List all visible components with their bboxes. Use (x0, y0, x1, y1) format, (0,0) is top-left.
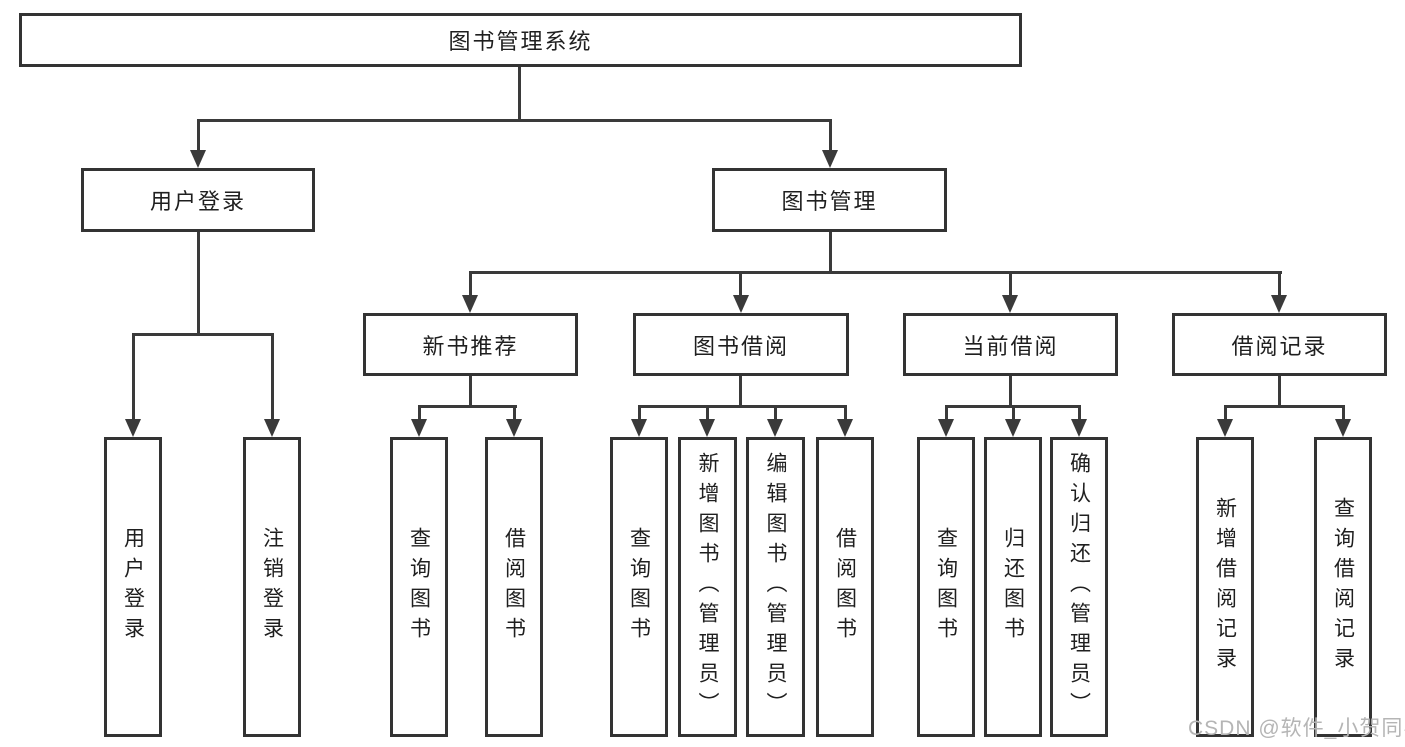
arrowhead-down-icon (767, 419, 783, 437)
leaf-query-borrow-record-label: 查询借阅记录 (1331, 497, 1355, 677)
arrowhead-down-icon (506, 419, 522, 437)
arrowhead-down-icon (1217, 419, 1233, 437)
arrowhead-down-icon (938, 419, 954, 437)
leaf-add-borrow-record: 新增借阅记录 (1196, 437, 1254, 737)
arrowhead-down-icon (699, 419, 715, 437)
leaf-add-borrow-record-label: 新增借阅记录 (1213, 497, 1237, 677)
node-book-borrow-label: 图书借阅 (692, 333, 789, 359)
leaf-user-login-label: 用户登录 (121, 527, 145, 647)
connector-leaf-drop (774, 405, 777, 421)
connector-leaf-drop (418, 405, 421, 421)
leaf-borrow-book-recommend-label: 借阅图书 (502, 527, 526, 647)
connector-leaf-drop (1342, 405, 1345, 421)
leaf-edit-book-admin: 编辑图书（管理员） (746, 437, 805, 737)
csdn-watermark: CSDN @软件_小贺同学 (1188, 717, 1405, 740)
node-book-borrow: 图书借阅 (633, 313, 849, 376)
arrowhead-down-icon (1005, 419, 1021, 437)
leaf-query-book-recommend: 查询图书 (390, 437, 448, 737)
leaf-add-book-admin: 新增图书（管理员） (678, 437, 737, 737)
node-library-system: 图书管理系统 (19, 13, 1022, 67)
leaf-user-login: 用户登录 (104, 437, 162, 737)
arrowhead-down-icon (1071, 419, 1087, 437)
connector-leaf-drop (1078, 405, 1081, 421)
connector-new-book-hbar (418, 405, 517, 408)
connector-user-login-stem (197, 232, 200, 336)
leaf-borrow-book: 借阅图书 (816, 437, 874, 737)
arrowhead-down-icon (733, 295, 749, 313)
leaf-borrow-book-label: 借阅图书 (833, 527, 857, 647)
node-library-system-label: 图书管理系统 (448, 29, 593, 54)
connector-borrow-record-drop (1278, 271, 1281, 297)
node-new-book-recommend: 新书推荐 (363, 313, 578, 376)
leaf-query-borrow-record: 查询借阅记录 (1314, 437, 1372, 737)
connector-root-hbar (197, 119, 832, 122)
arrowhead-down-icon (462, 295, 478, 313)
leaf-logout: 注销登录 (243, 437, 301, 737)
connector-leaf-drop (1012, 405, 1015, 421)
connector-leaf-drop (638, 405, 641, 421)
leaf-query-book-borrow: 查询图书 (610, 437, 668, 737)
leaf-query-book-borrow-label: 查询图书 (627, 527, 651, 647)
connector-book-mgmt-drop (829, 119, 832, 153)
arrowhead-down-icon (1335, 419, 1351, 437)
connector-new-book-stem (469, 376, 472, 408)
leaf-query-book-current: 查询图书 (917, 437, 975, 737)
connector-user-login-hbar (132, 333, 274, 336)
leaf-query-book-current-label: 查询图书 (934, 527, 958, 647)
leaf-add-book-admin-label: 新增图书（管理员） (696, 452, 719, 722)
leaf-logout-label: 注销登录 (260, 527, 284, 647)
connector-leaf-drop (945, 405, 948, 421)
connector-book-borrow-hbar (638, 405, 847, 408)
node-borrow-record: 借阅记录 (1172, 313, 1387, 376)
arrowhead-down-icon (190, 150, 206, 168)
leaf-borrow-book-recommend: 借阅图书 (485, 437, 543, 737)
connector-login-leaf-drop (132, 333, 135, 421)
connector-book-mgmt-hbar (469, 271, 1282, 274)
node-book-management: 图书管理 (712, 168, 947, 232)
arrowhead-down-icon (411, 419, 427, 437)
connector-borrow-record-stem (1278, 376, 1281, 408)
connector-book-borrow-drop (739, 271, 742, 297)
node-user-login-label: 用户登录 (149, 189, 246, 214)
connector-book-mgmt-stem (829, 232, 832, 274)
leaf-confirm-return-admin: 确认归还（管理员） (1050, 437, 1108, 737)
connector-leaf-drop (513, 405, 516, 421)
node-current-borrow-label: 当前借阅 (962, 333, 1059, 359)
connector-current-borrow-drop (1009, 271, 1012, 297)
leaf-edit-book-admin-label: 编辑图书（管理员） (764, 452, 787, 722)
connector-leaf-drop (706, 405, 709, 421)
arrowhead-down-icon (837, 419, 853, 437)
connector-user-login-drop (197, 119, 200, 153)
arrowhead-down-icon (1002, 295, 1018, 313)
connector-current-borrow-stem (1009, 376, 1012, 408)
node-book-management-label: 图书管理 (781, 189, 878, 214)
arrowhead-down-icon (822, 150, 838, 168)
connector-root-stem (518, 67, 521, 122)
node-current-borrow: 当前借阅 (903, 313, 1118, 376)
connector-logout-leaf-drop (271, 333, 274, 421)
connector-new-book-drop (469, 271, 472, 297)
arrowhead-down-icon (1271, 295, 1287, 313)
node-new-book-recommend-label: 新书推荐 (422, 333, 519, 359)
node-user-login: 用户登录 (81, 168, 315, 232)
connector-leaf-drop (844, 405, 847, 421)
arrowhead-down-icon (125, 419, 141, 437)
connector-book-borrow-stem (739, 376, 742, 408)
connector-leaf-drop (1224, 405, 1227, 421)
leaf-return-book-label: 归还图书 (1001, 527, 1025, 647)
leaf-query-book-recommend-label: 查询图书 (407, 527, 431, 647)
arrowhead-down-icon (631, 419, 647, 437)
leaf-confirm-return-admin-label: 确认归还（管理员） (1067, 452, 1091, 722)
arrowhead-down-icon (264, 419, 280, 437)
leaf-return-book: 归还图书 (984, 437, 1042, 737)
node-borrow-record-label: 借阅记录 (1231, 333, 1328, 359)
connector-borrow-record-hbar (1224, 405, 1345, 408)
